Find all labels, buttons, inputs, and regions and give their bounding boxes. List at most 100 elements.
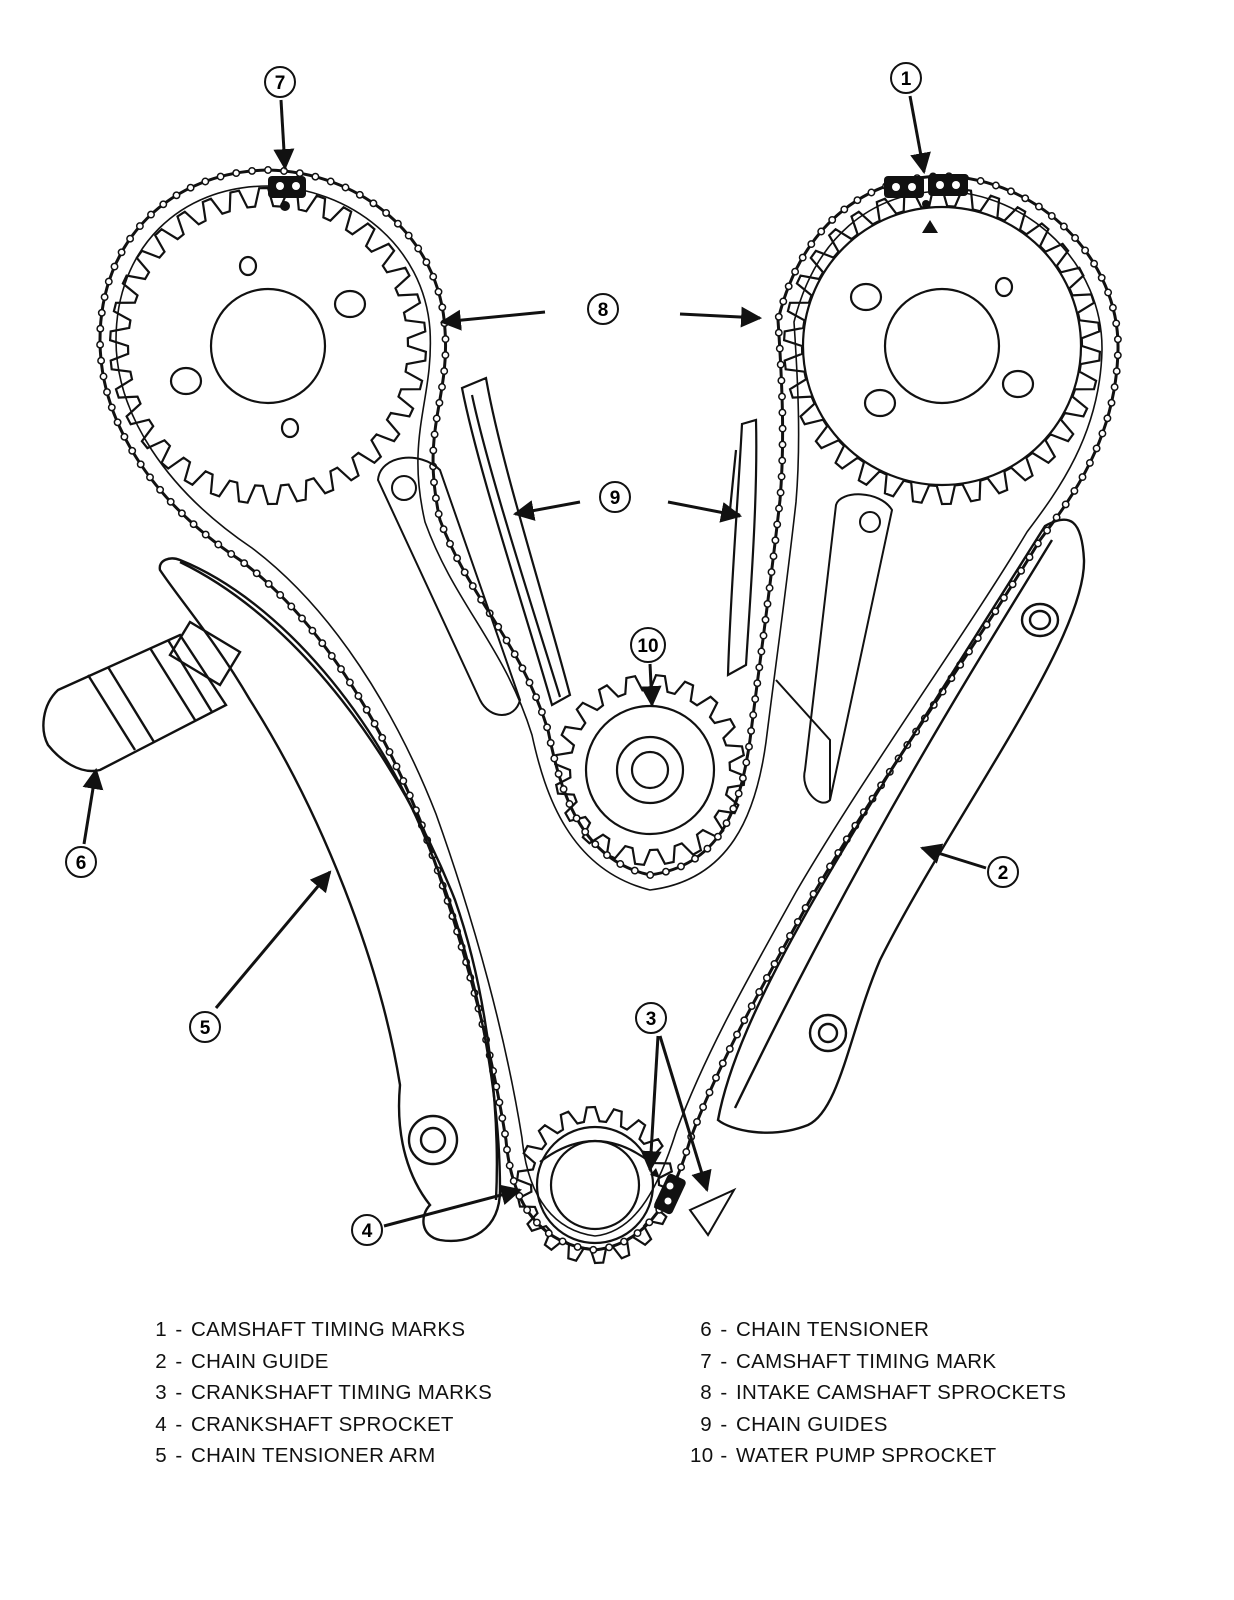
legend-item-number: 9 [700,1412,712,1436]
chain-link-pin [495,1098,504,1107]
chain-link-pin [725,1044,734,1053]
chain-link-pin [778,440,787,449]
chain-link-pin [1034,202,1043,211]
chain-link-pin [370,719,379,728]
chain-link-pin [761,615,770,624]
chain-link-pin [354,692,363,700]
svg-text:4: 4 [362,1221,373,1242]
chain-link-pin [765,584,774,592]
chain-link-pin [713,832,722,841]
chain-link-pin [646,871,655,879]
chain-link-pin [430,478,438,487]
chain-link-pin [867,188,876,197]
legend-item: 10-WATER PUMP SPROCKET [690,1444,997,1467]
chain-link-pin [779,297,788,306]
chain-link-pin [446,539,454,548]
chain-link-pin [751,695,760,704]
chain-link-pin [327,652,336,660]
chain-link-pin [554,769,563,778]
chain-link-pin [515,1192,524,1200]
chain-link-pin [429,272,438,281]
chain-link-pin [693,1117,701,1126]
chain-link-pin [117,248,126,257]
chain-link-pin [777,376,786,385]
chain-link-pin [757,647,766,656]
crankshaft-timing-marks [650,1168,737,1237]
chain-link-pin [591,840,600,849]
legend: 1-CAMSHAFT TIMING MARKS 2-CHAIN GUIDE 3-… [0,1318,1234,1488]
chain-link-pin [734,789,743,798]
chain-link-pin [404,231,413,240]
chain-link-pin [749,711,758,719]
chain-link-pin [1078,473,1087,482]
legend-item: 5-CHAIN TENSIONER ARM [155,1444,436,1467]
chain-link-pin [518,664,527,673]
chain-link-pin [776,360,785,369]
chain-link-pin [172,191,181,200]
chain-link-pin [544,1229,553,1238]
chain-link-pin [378,733,387,742]
chain-link-pin [763,599,772,608]
chain-link-pin [645,1218,654,1227]
chain-link-pin [798,253,807,262]
chain-link-pin [1006,187,1015,196]
chain-link-pin [774,328,783,337]
chain-link-pin [287,602,296,611]
chain-link-pin [159,200,168,209]
chain-link-pin [1097,273,1106,282]
legend-item-number: 8 [700,1381,712,1404]
chain-link-pin [1107,398,1116,407]
chain-link-pin [729,804,738,813]
chain-link-pin [189,520,198,529]
chain-link-pin [96,324,105,333]
callout-9: 9 [512,481,743,523]
chain-link-pin [369,199,378,208]
chain-link-pin [252,569,261,578]
chain-link-pin [762,973,771,982]
chain-link-pin [776,488,785,497]
chain-link-pin [502,636,511,645]
chain-link-pin [201,530,210,539]
chain-link-pin [1112,319,1121,328]
svg-text:7: 7 [275,73,286,94]
chain-link-pin [733,1030,741,1039]
chain-link-pin [1112,367,1121,376]
chain-link-pin [276,591,285,599]
chain-link-pin [216,172,225,181]
legend-item-number: 4 [155,1412,167,1436]
legend-item-number: 2 [155,1349,167,1373]
chain-link-pin [525,678,534,687]
svg-text:2: 2 [998,863,1009,884]
chain-link-pin [264,579,273,588]
chain-link-pin [699,1103,708,1112]
chain-link-pin [104,277,113,286]
crankshaft-sprocket [516,1105,674,1265]
chain-link-pin [722,819,731,828]
chain-link-pin [759,631,768,640]
chain-link-pin [791,267,800,276]
chain-link-pin [341,183,350,192]
right-chain-guide [726,418,758,677]
callout-6: 6 [65,767,104,878]
chain-link-pin [318,639,327,648]
legend-column-left: 1-CAMSHAFT TIMING MARKS 2-CHAIN GUIDE 3-… [155,1318,492,1476]
legend-item-number: 6 [700,1318,712,1341]
chain-link-pin [438,383,446,391]
legend-item-label: CAMSHAFT TIMING MARKS [191,1318,466,1341]
chain-link-pin [616,860,625,868]
legend-item-label: CRANKSHAFT SPROCKET [191,1412,454,1436]
chain-link-pin [581,827,590,836]
chain-link-pin [677,1163,686,1172]
chain-link-pin [435,398,444,407]
chain-link-pin [1043,526,1052,535]
legend-item: 9-CHAIN GUIDES [690,1413,1066,1445]
chain-link-pin [503,1145,511,1154]
chain-link-pin [146,473,154,482]
legend-item: 3-CRANKSHAFT TIMING MARKS [155,1381,493,1404]
chain-link-pin [543,723,552,732]
chain-link-pin [156,485,165,494]
timing-chain-inner-edge [115,185,1103,1237]
chain-link-pin [453,554,462,563]
chain-link-pin [550,754,559,763]
chain-link-pin [630,866,639,875]
